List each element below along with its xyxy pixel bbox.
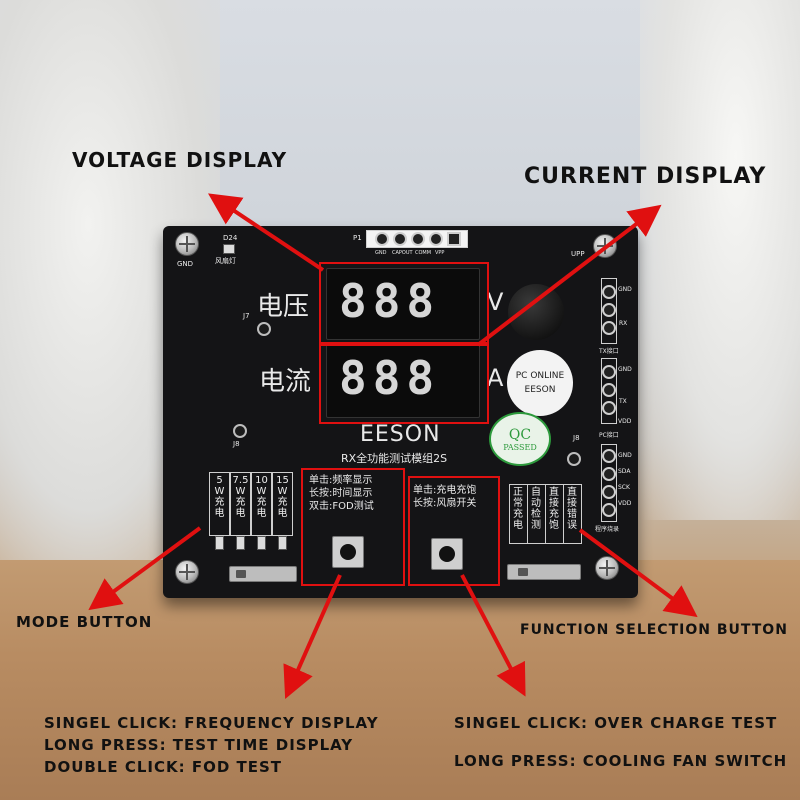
screw-icon — [175, 560, 199, 584]
left-button-description: SINGEL CLICK: FREQUENCY DISPLAY LONG PRE… — [44, 714, 379, 776]
j7-label: J7 — [243, 312, 250, 320]
function-tactile-button[interactable] — [431, 538, 463, 570]
brand-label: EESON — [360, 422, 441, 447]
mode-tactile-button[interactable] — [332, 536, 364, 568]
tx-port-label: TX接口 — [599, 348, 619, 355]
mode-led — [215, 536, 224, 550]
voltage-unit: V — [487, 288, 504, 316]
model-label: RX全功能测试模组2S — [341, 452, 448, 465]
header-pin-label: CAPOUT — [392, 250, 413, 256]
qc-passed-sticker: QC PASSED — [489, 412, 551, 466]
right-button-arrow — [460, 574, 526, 697]
current-highlight-box — [319, 342, 489, 424]
background-blur-right — [640, 0, 800, 520]
voltage-label: 电压 — [257, 292, 310, 322]
tx-header[interactable] — [601, 358, 617, 424]
pin-label: GND — [618, 452, 632, 459]
function-selection-label: FUNCTION SELECTION BUTTON — [520, 622, 788, 638]
pin-label: RX — [619, 320, 628, 327]
led-component — [223, 244, 235, 254]
left-button-highlight-box — [301, 468, 405, 586]
right-button-highlight-box — [408, 476, 500, 586]
voltage-arrow — [208, 193, 325, 272]
pin-label: SCK — [618, 484, 630, 491]
voltage-7seg-display: 888 — [326, 268, 480, 340]
fan-light-label: 风扇灯 — [215, 257, 236, 265]
mode-led — [236, 536, 245, 550]
pin-label: VDD — [618, 418, 632, 425]
header-pin-label: VPP — [435, 250, 445, 256]
left-button-legend: 单击:频率显示 长按:时间显示 双击:FOD测试 — [309, 475, 374, 512]
buzzer — [508, 284, 564, 340]
function-legend: 正常充电 自动检测 直接充饱 直接错误 — [509, 484, 583, 546]
current-arrow — [476, 204, 662, 347]
mount-hole — [567, 452, 581, 466]
current-digits: 888 — [339, 351, 441, 405]
j8-left-label: J8 — [233, 440, 240, 448]
led-label: D24 — [223, 234, 238, 242]
mount-hole — [233, 424, 247, 438]
pin-label: SDA — [618, 468, 631, 475]
current-label: 电流 — [259, 367, 312, 397]
right-button-description: SINGEL CLICK: OVER CHARGE TEST LONG PRES… — [454, 714, 788, 770]
program-header[interactable] — [601, 444, 617, 522]
current-unit: A — [487, 364, 504, 392]
pcb-board: GND D24 风扇灯 UPP J7 J8 J8 P1 GND CAPOUT C… — [163, 226, 638, 598]
mode-button-arrow — [88, 526, 202, 611]
current-display-label: CURRENT DISPLAY — [524, 164, 767, 189]
screw-icon — [175, 232, 199, 256]
mode-led — [257, 536, 266, 550]
p1-header[interactable] — [366, 230, 468, 248]
program-label: 程序烧录 — [595, 526, 620, 533]
mode-led — [278, 536, 287, 550]
header-pin-label: COMM — [415, 250, 432, 256]
function-slide-switch[interactable] — [507, 564, 581, 580]
mount-hole — [257, 322, 271, 336]
left-button-arrow — [283, 574, 342, 699]
pin-label: VDD — [618, 500, 632, 507]
right-button-legend: 单击:充电充饱 长按:风扇开关 — [413, 485, 477, 509]
gnd-label: GND — [177, 260, 194, 268]
voltage-digits: 888 — [339, 274, 441, 328]
pin-label: GND — [618, 286, 632, 293]
current-7seg-display: 888 — [326, 344, 480, 418]
function-button-arrow — [578, 528, 698, 618]
header-label: P1 — [353, 234, 362, 242]
screw-icon — [595, 556, 619, 580]
mode-slide-switch[interactable] — [229, 566, 297, 582]
rx-header[interactable] — [601, 278, 617, 344]
pin-label: TX — [619, 398, 627, 405]
pc-port-label: PC接口 — [599, 432, 619, 439]
upp-label: UPP — [571, 250, 585, 258]
j8-right-label: J8 — [573, 434, 580, 442]
pc-online-sticker: PC ONLINE EESON — [507, 350, 573, 416]
header-pin-label: GND — [375, 250, 387, 256]
voltage-highlight-box — [319, 262, 489, 346]
pin-label: GND — [618, 366, 632, 373]
mode-button-label: MODE BUTTON — [16, 613, 153, 631]
voltage-display-label: VOLTAGE DISPLAY — [72, 148, 288, 172]
